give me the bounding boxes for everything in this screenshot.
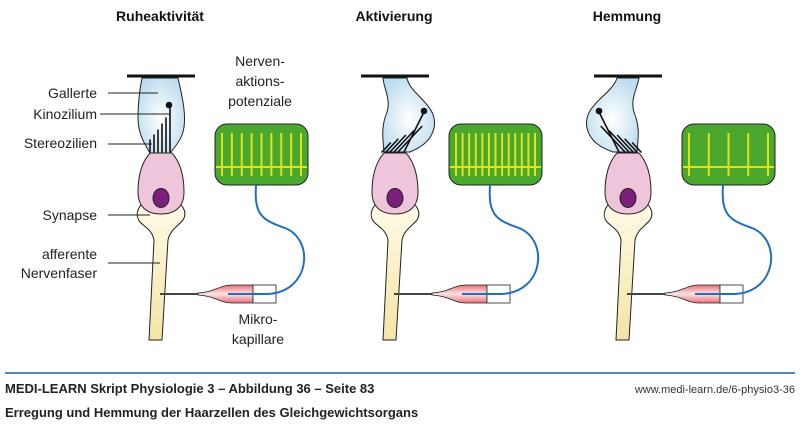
cilia-bundle (595, 107, 642, 153)
footer-url[interactable]: www.medi-learn.de/6-physio3-36 (634, 384, 795, 396)
label-aktions: aktions- (235, 73, 284, 89)
gel-cupula (137, 77, 185, 154)
label-kapillare: kapillare (232, 331, 284, 347)
gel-cupula (382, 77, 435, 153)
panel-activation (361, 74, 543, 341)
kinocilium-knob (165, 101, 173, 109)
stereocilium (624, 138, 638, 153)
kinocilium (598, 111, 620, 153)
nucleus (152, 188, 170, 208)
cilia-bundle (149, 101, 173, 153)
stereocilium (385, 138, 399, 153)
hair-cell-body (371, 152, 419, 215)
label-afferente: afferente (42, 246, 97, 262)
label-nerven: Nerven- (235, 53, 285, 69)
electrode-wire (228, 184, 306, 295)
label-potenziale: potenziale (228, 93, 292, 109)
label-mikro: Mikro- (239, 311, 278, 327)
afferent-nerve-fiber (136, 199, 186, 341)
electrode-wire (462, 184, 540, 295)
stereocilium (631, 142, 642, 153)
kinocilium-knob (420, 107, 428, 115)
label-kinozilium: Kinozilium (33, 106, 97, 122)
stereocilium (389, 134, 407, 153)
hair-cell-body (604, 152, 652, 215)
hair-cell-body (137, 152, 185, 215)
afferent-nerve-fiber (370, 199, 420, 341)
stereocilium (616, 134, 634, 153)
panel-rest (127, 74, 309, 341)
nucleus (619, 188, 637, 208)
panel-title-activation: Aktivierung (355, 8, 432, 24)
stereocilium (393, 130, 415, 153)
footer-source: MEDI-LEARN Skript Physiologie 3 – Abbild… (5, 381, 374, 396)
label-gallerte: Gallerte (48, 85, 97, 101)
afferent-nerve-fiber (603, 199, 653, 341)
label-stereozilien: Stereozilien (24, 135, 97, 151)
kinocilium-knob (595, 107, 603, 115)
labels (100, 92, 170, 264)
stereocilium (381, 142, 392, 153)
nucleus (386, 188, 404, 208)
stereocilium (608, 130, 630, 153)
footer-caption: Erregung und Hemmung der Haarzellen des … (5, 405, 418, 420)
panel-inhibition (586, 74, 776, 341)
kinocilium (403, 111, 425, 153)
label-synapse: Synapse (43, 207, 98, 223)
label-nervenfaser: Nervenfaser (21, 265, 98, 281)
panel-title-rest: Ruheaktivität (116, 8, 204, 24)
cilia-bundle (381, 107, 428, 153)
panel-title-inhibition: Hemmung (593, 8, 661, 24)
electrode-wire (695, 184, 773, 295)
